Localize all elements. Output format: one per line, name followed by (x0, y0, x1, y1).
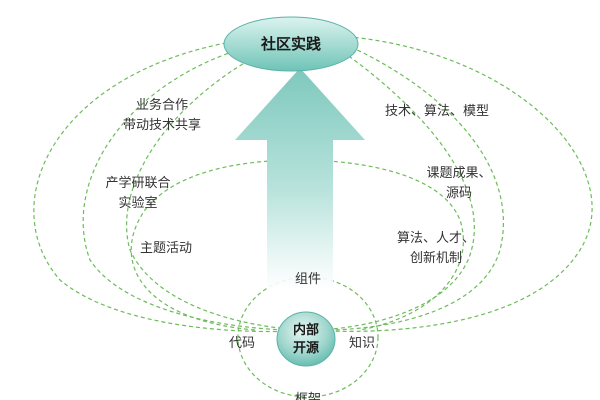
label-code: 代码 (228, 336, 255, 351)
label-component: 组件 (294, 272, 321, 287)
label-business-line2: 带动技术共享 (122, 118, 201, 133)
top-node-ellipse (223, 16, 359, 72)
label-activity: 主题活动 (139, 241, 192, 256)
label-research-line1: 课题成果、 (426, 166, 492, 181)
center-node-label-line1: 内部 (292, 323, 319, 338)
label-knowledge: 知识 (348, 336, 375, 351)
label-research-line2: 源码 (445, 186, 472, 201)
upward-arrow (235, 68, 365, 290)
top-node-label: 社区实践 (260, 35, 321, 53)
center-node-circle (276, 311, 336, 367)
label-tech: 技术、算法、模型 (384, 104, 489, 119)
label-talent-line1: 算法、人才、 (396, 231, 475, 246)
label-lab-line1: 产学研联合 (105, 176, 171, 191)
label-talent-line2: 创新机制 (409, 251, 462, 266)
label-business-line1: 业务合作 (135, 98, 188, 113)
label-lab-line2: 实验室 (118, 196, 158, 211)
label-framework: 框架 (294, 392, 321, 400)
center-node-label-line2: 开源 (292, 341, 319, 356)
inner-dashed-circle (237, 276, 379, 398)
